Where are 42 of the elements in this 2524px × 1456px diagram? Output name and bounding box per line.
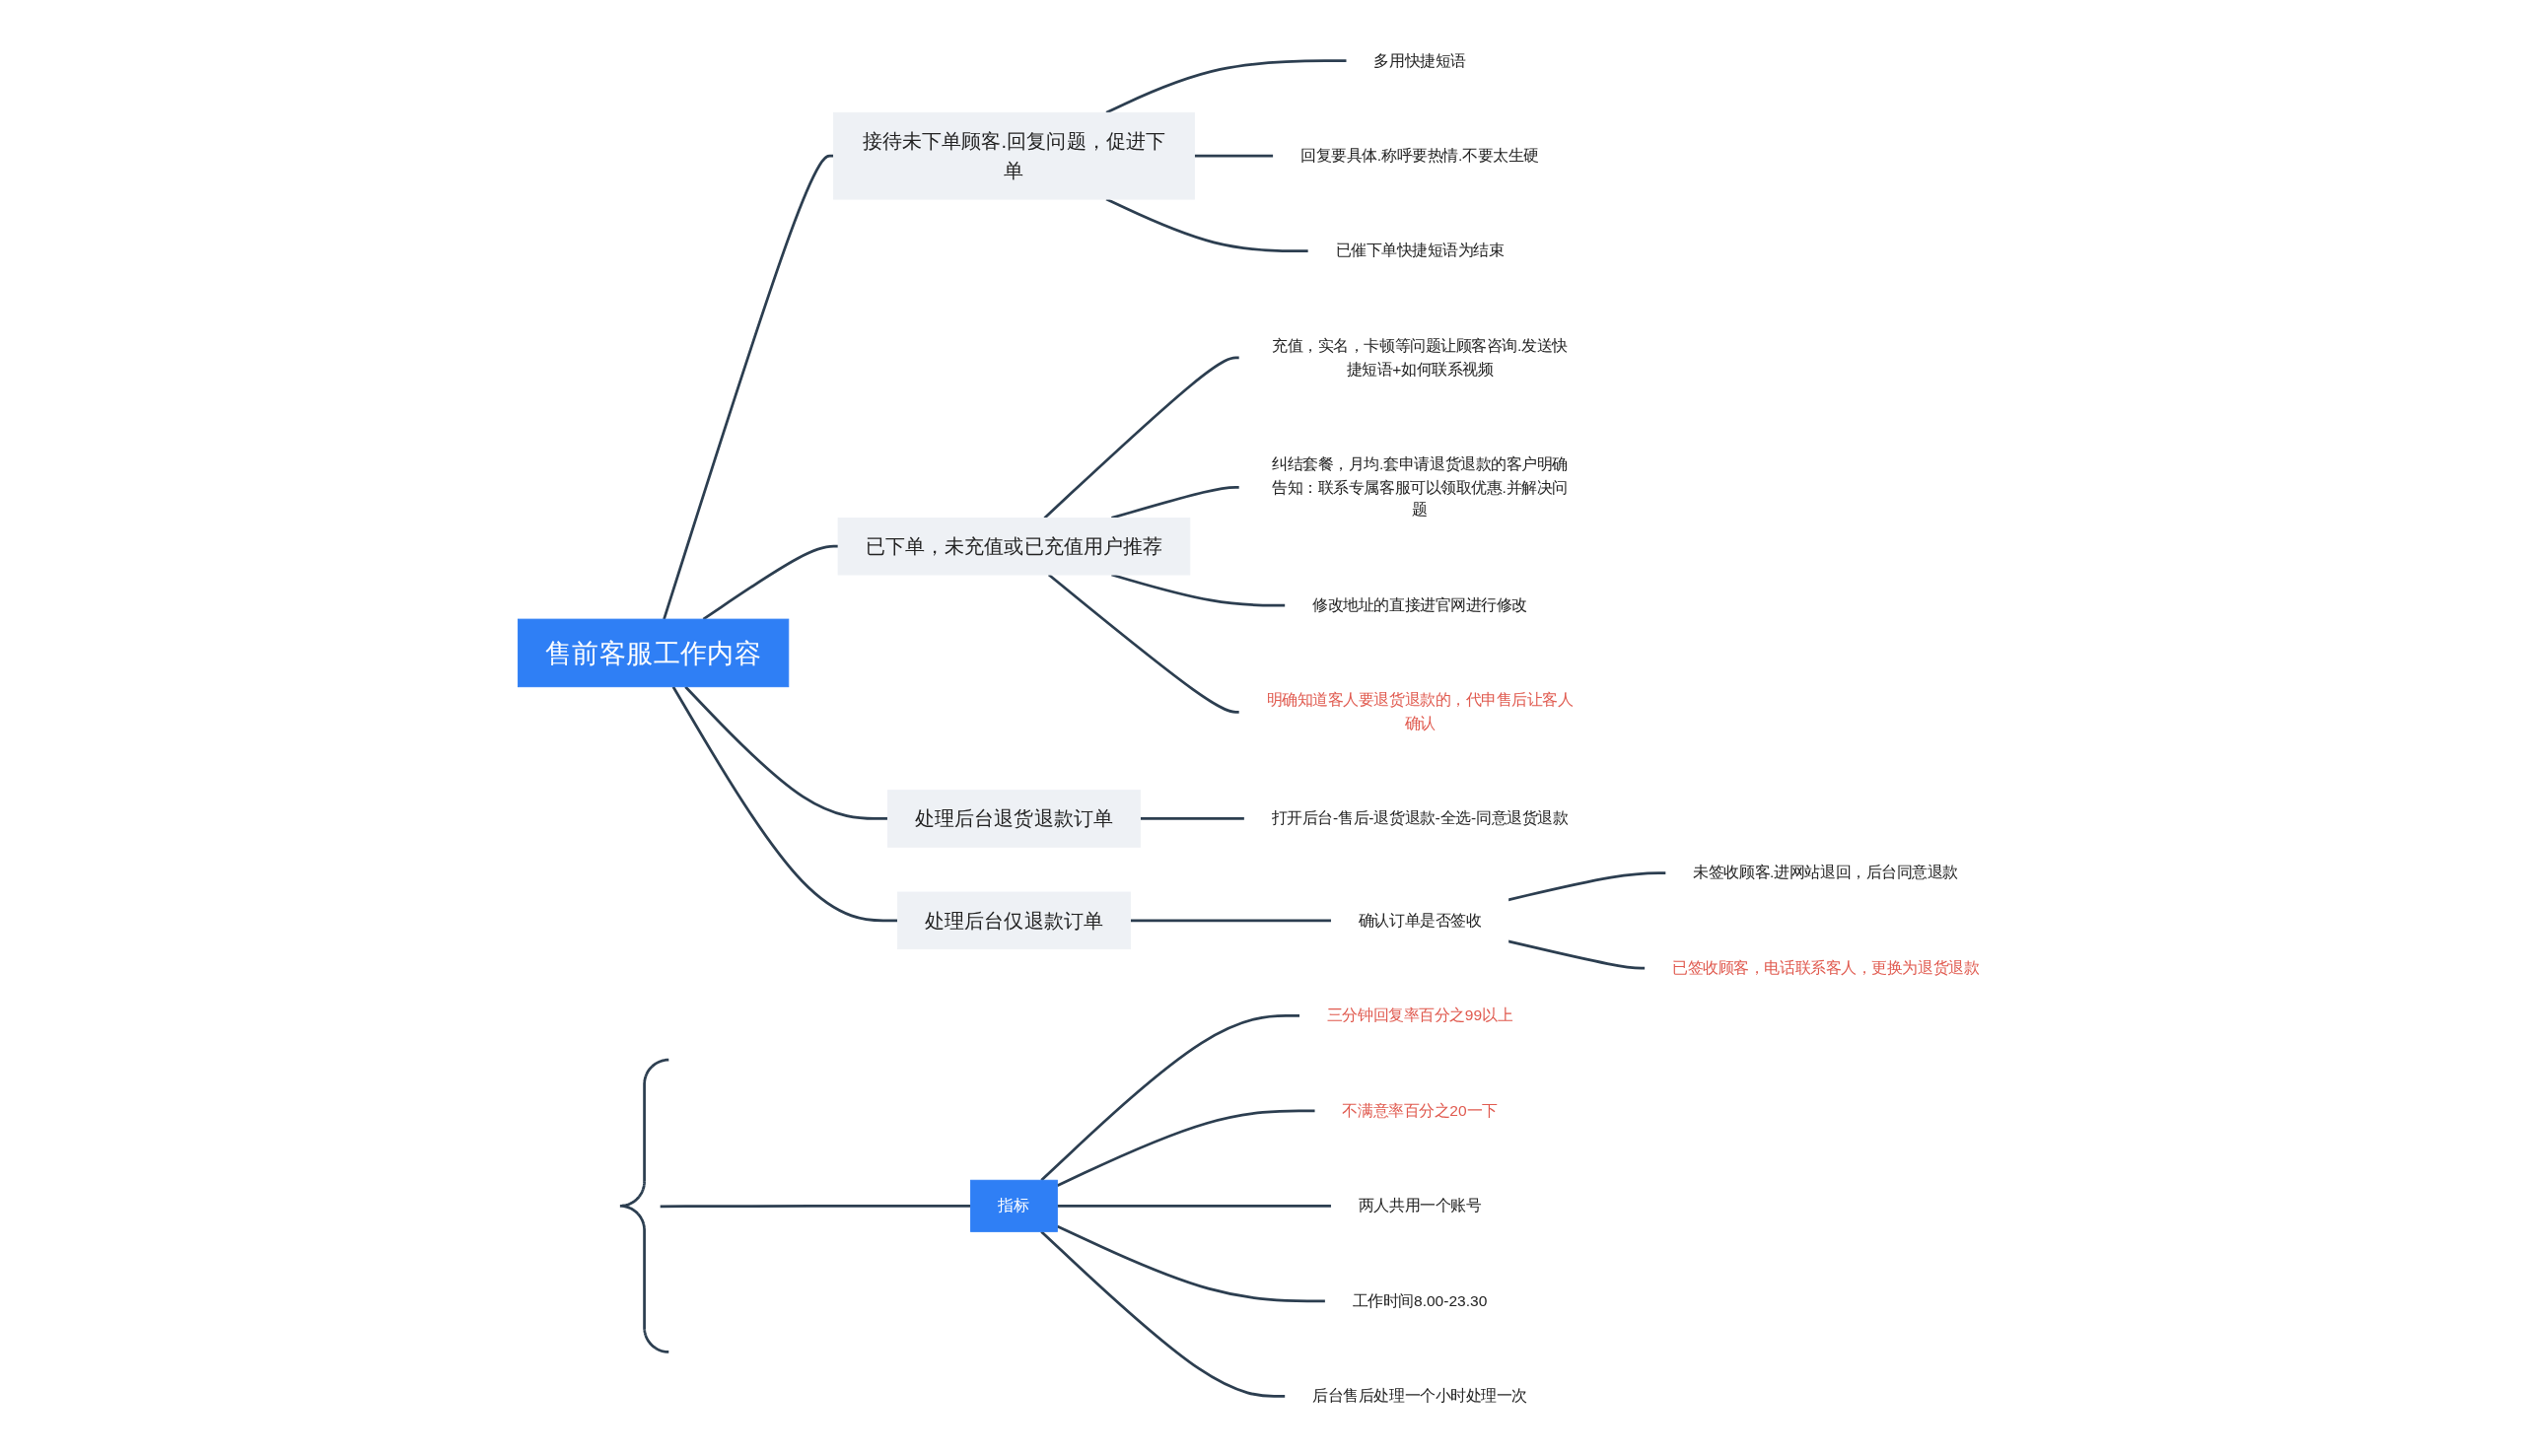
node-text: 两人共用一个账号 [1358,1196,1482,1214]
node-text: 已催下单快捷短语为结束 [1335,242,1505,259]
node-text: 多用快捷短语 [1373,51,1466,69]
connector [702,544,839,620]
node-box: 已下单，未充值或已充值用户推荐 [837,517,1191,575]
connector [1040,1229,1286,1398]
connector [1507,939,1646,969]
connector [1130,918,1332,922]
connector [1056,1108,1315,1187]
node-text: 纠结套餐，月均.套申请退货退款的客户明确告知：联系专属客服可以领取优惠.并解决问题 [1272,454,1568,519]
node-box: 接待未下单顾客.回复问题，促进下单 [833,111,1195,200]
node-text: 明确知道客人要退货退款的，代申售后让客人确认 [1266,691,1574,731]
node-bracket [618,1058,670,1353]
node-text: 未签收顾客.进网站退回，后台同意退款 [1693,864,1958,881]
connector [663,154,834,619]
node-box: 售前客服工作内容 [517,618,790,687]
node-text: 回复要具体.称呼要热情.不要太生硬 [1300,146,1540,165]
connector [1057,1204,1332,1208]
node-text: 修改地址的直接进官网进行修改 [1312,595,1527,614]
connector [1043,356,1240,519]
node-text: 打开后台-售后-退货退款-全选-同意退货退款 [1271,809,1569,827]
connector [660,1204,971,1208]
node-text: 三分钟回复率百分之99以上 [1326,1005,1513,1024]
node-text: 确认订单是否签收 [1358,911,1482,929]
connector [1507,870,1666,901]
node-box: 处理后台退货退款订单 [886,789,1141,848]
node-text: 充值，实名，卡顿等问题让顾客咨询.发送快捷短语+如何联系视频 [1272,336,1568,378]
node-text: 后台售后处理一个小时处理一次 [1312,1386,1527,1405]
node-text: 已签收顾客，电话联系客人，更换为退货退款 [1672,958,1980,977]
connector [684,685,888,820]
connector [671,685,898,922]
node-text: 工作时间8.00-23.30 [1352,1291,1488,1309]
connector [1194,154,1274,158]
connector [1040,1013,1300,1181]
node-box: 处理后台仅退款订单 [897,891,1131,949]
node-text: 不满意率百分之20一下 [1342,1101,1498,1119]
node-box: 指标 [970,1179,1058,1232]
connector [1105,197,1309,252]
connector [1140,816,1245,820]
connector [1111,573,1286,606]
connector [1047,573,1240,714]
connector [1056,1224,1326,1302]
